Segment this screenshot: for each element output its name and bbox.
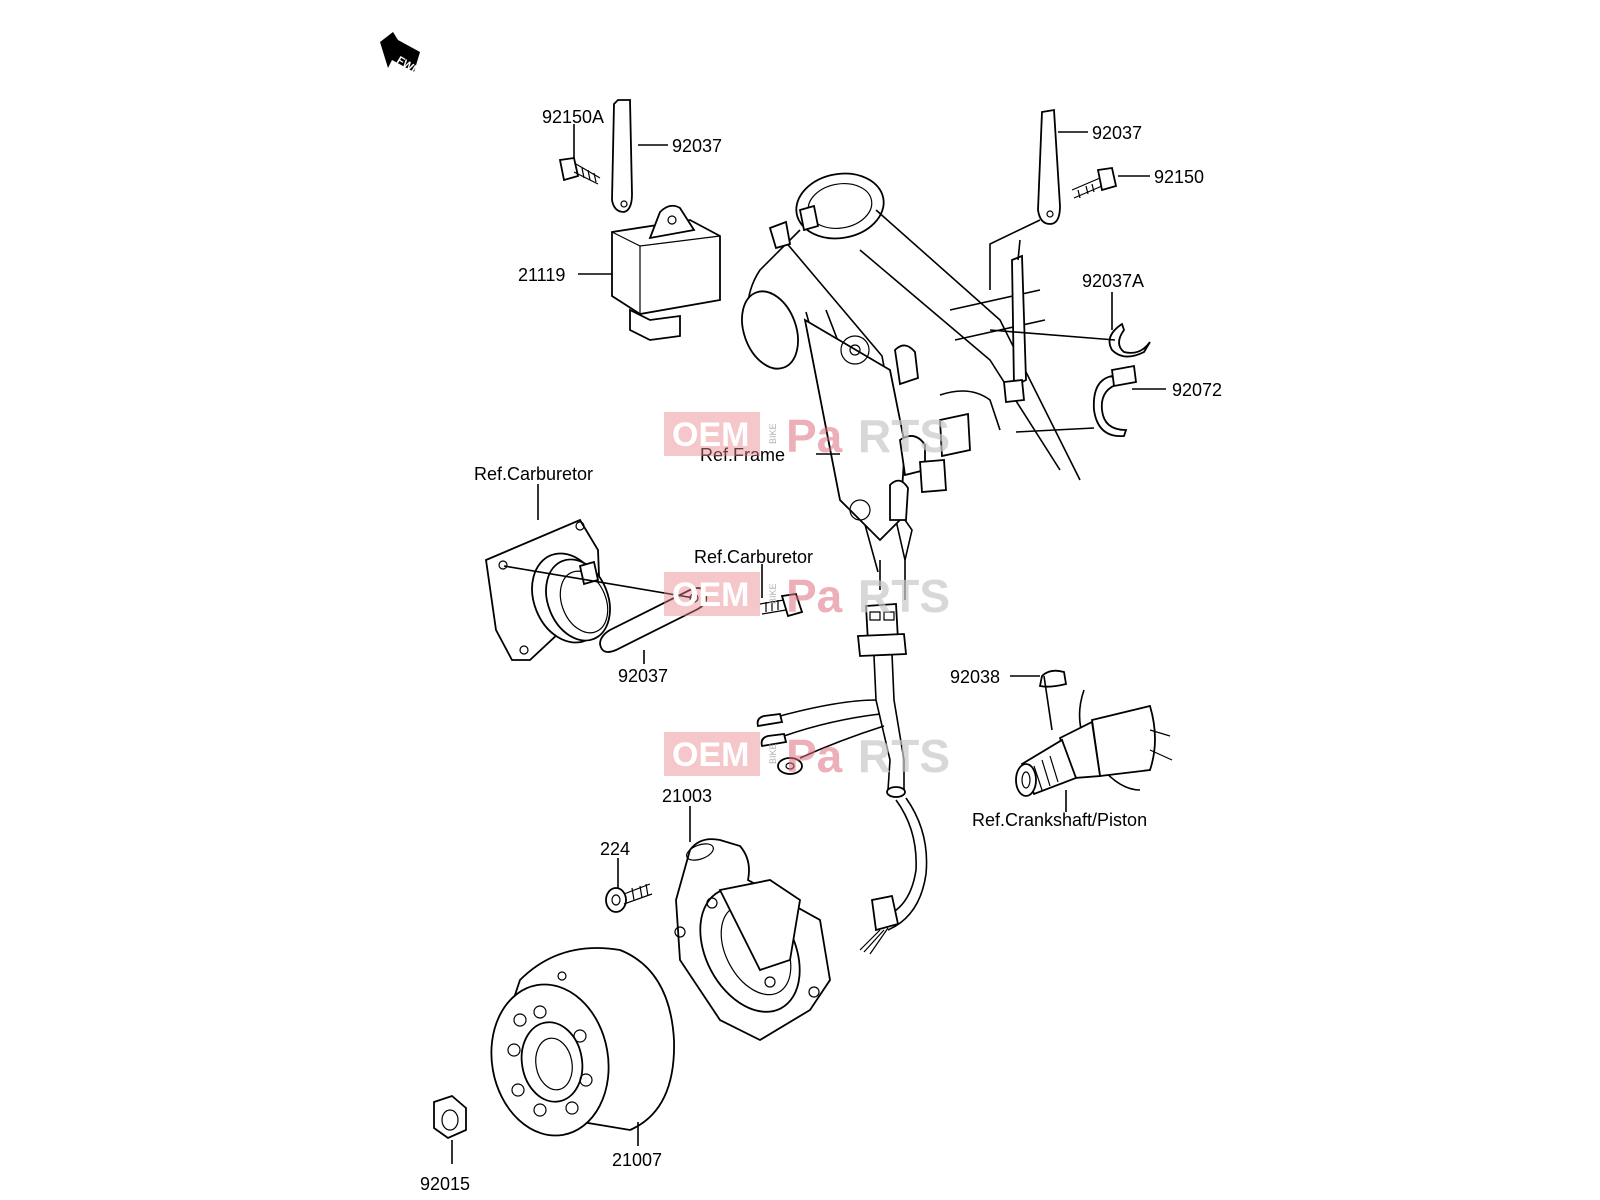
watermark-oem: OEM bbox=[672, 416, 749, 454]
label-92150: 92150 bbox=[1154, 167, 1204, 187]
bolt-92150A-icon bbox=[558, 156, 601, 185]
label-21119: 21119 bbox=[518, 265, 565, 285]
label-ref-carburetor-left: Ref.Carburetor bbox=[474, 464, 593, 484]
watermark-bike: BIKE bbox=[768, 743, 778, 764]
label-92015: 92015 bbox=[420, 1174, 470, 1194]
watermark-pa: Pa bbox=[786, 730, 843, 782]
rotor-21007-icon bbox=[490, 947, 675, 1137]
label-92038: 92038 bbox=[950, 667, 1000, 687]
watermark-rts: RTS bbox=[858, 730, 950, 782]
stator-21003-icon bbox=[674, 838, 900, 1042]
label-21003: 21003 bbox=[662, 786, 712, 806]
band-92037-mid-left bbox=[599, 587, 708, 653]
carburetor-holder bbox=[485, 518, 611, 661]
label-21007: 21007 bbox=[612, 1150, 662, 1170]
watermark-oem: OEM bbox=[672, 736, 749, 774]
label-ref-crankshaft-piston: Ref.Crankshaft/Piston bbox=[972, 810, 1147, 830]
watermark-oem: OEM bbox=[672, 576, 749, 614]
fwd-arrow-icon: FWD bbox=[380, 32, 422, 78]
igniter-21119-icon bbox=[611, 204, 721, 341]
bolt-carburetor-icon bbox=[759, 593, 804, 618]
bolt-92150-icon bbox=[1071, 166, 1118, 199]
label-92037-mid-left: 92037 bbox=[618, 666, 668, 686]
watermark-bike: BIKE bbox=[768, 423, 778, 444]
watermark-rts: RTS bbox=[858, 570, 950, 622]
band-92037-top-right bbox=[1037, 108, 1061, 225]
watermark-bike: BIKE bbox=[768, 583, 778, 604]
label-92150A: 92150A bbox=[542, 107, 604, 127]
key-92038-icon bbox=[1038, 669, 1068, 688]
watermark-pa: Pa bbox=[786, 410, 843, 462]
watermark-1: OEM BIKE Pa RTS bbox=[664, 410, 950, 462]
part-labels: 92150A 92037 21119 92037 92150 92037A 92… bbox=[420, 107, 1222, 1194]
band-92037-top-left bbox=[611, 99, 633, 213]
label-92037-top-left: 92037 bbox=[672, 136, 722, 156]
nut-92015-icon bbox=[433, 1094, 467, 1140]
bolt-224-icon bbox=[605, 883, 653, 913]
igniter-assembly bbox=[558, 99, 721, 341]
watermark-3: OEM BIKE Pa RTS bbox=[664, 730, 950, 782]
clamp-92072-icon bbox=[1092, 364, 1137, 437]
leader-lines bbox=[451, 124, 1166, 1164]
label-92037A: 92037A bbox=[1082, 271, 1144, 291]
watermark-rts: RTS bbox=[858, 410, 950, 462]
label-ref-carburetor-center: Ref.Carburetor bbox=[694, 547, 813, 567]
label-92072: 92072 bbox=[1172, 380, 1222, 400]
label-92037-top-right: 92037 bbox=[1092, 123, 1142, 143]
frame bbox=[741, 172, 1081, 600]
stator-wiring bbox=[756, 603, 928, 931]
clamp-92037A-icon bbox=[1108, 322, 1151, 358]
label-ref-frame: Ref.Frame bbox=[700, 445, 785, 465]
watermark-pa: Pa bbox=[786, 570, 843, 622]
watermark-2: OEM BIKE Pa RTS bbox=[664, 570, 950, 622]
crankshaft bbox=[1015, 669, 1173, 797]
label-224: 224 bbox=[600, 839, 630, 859]
